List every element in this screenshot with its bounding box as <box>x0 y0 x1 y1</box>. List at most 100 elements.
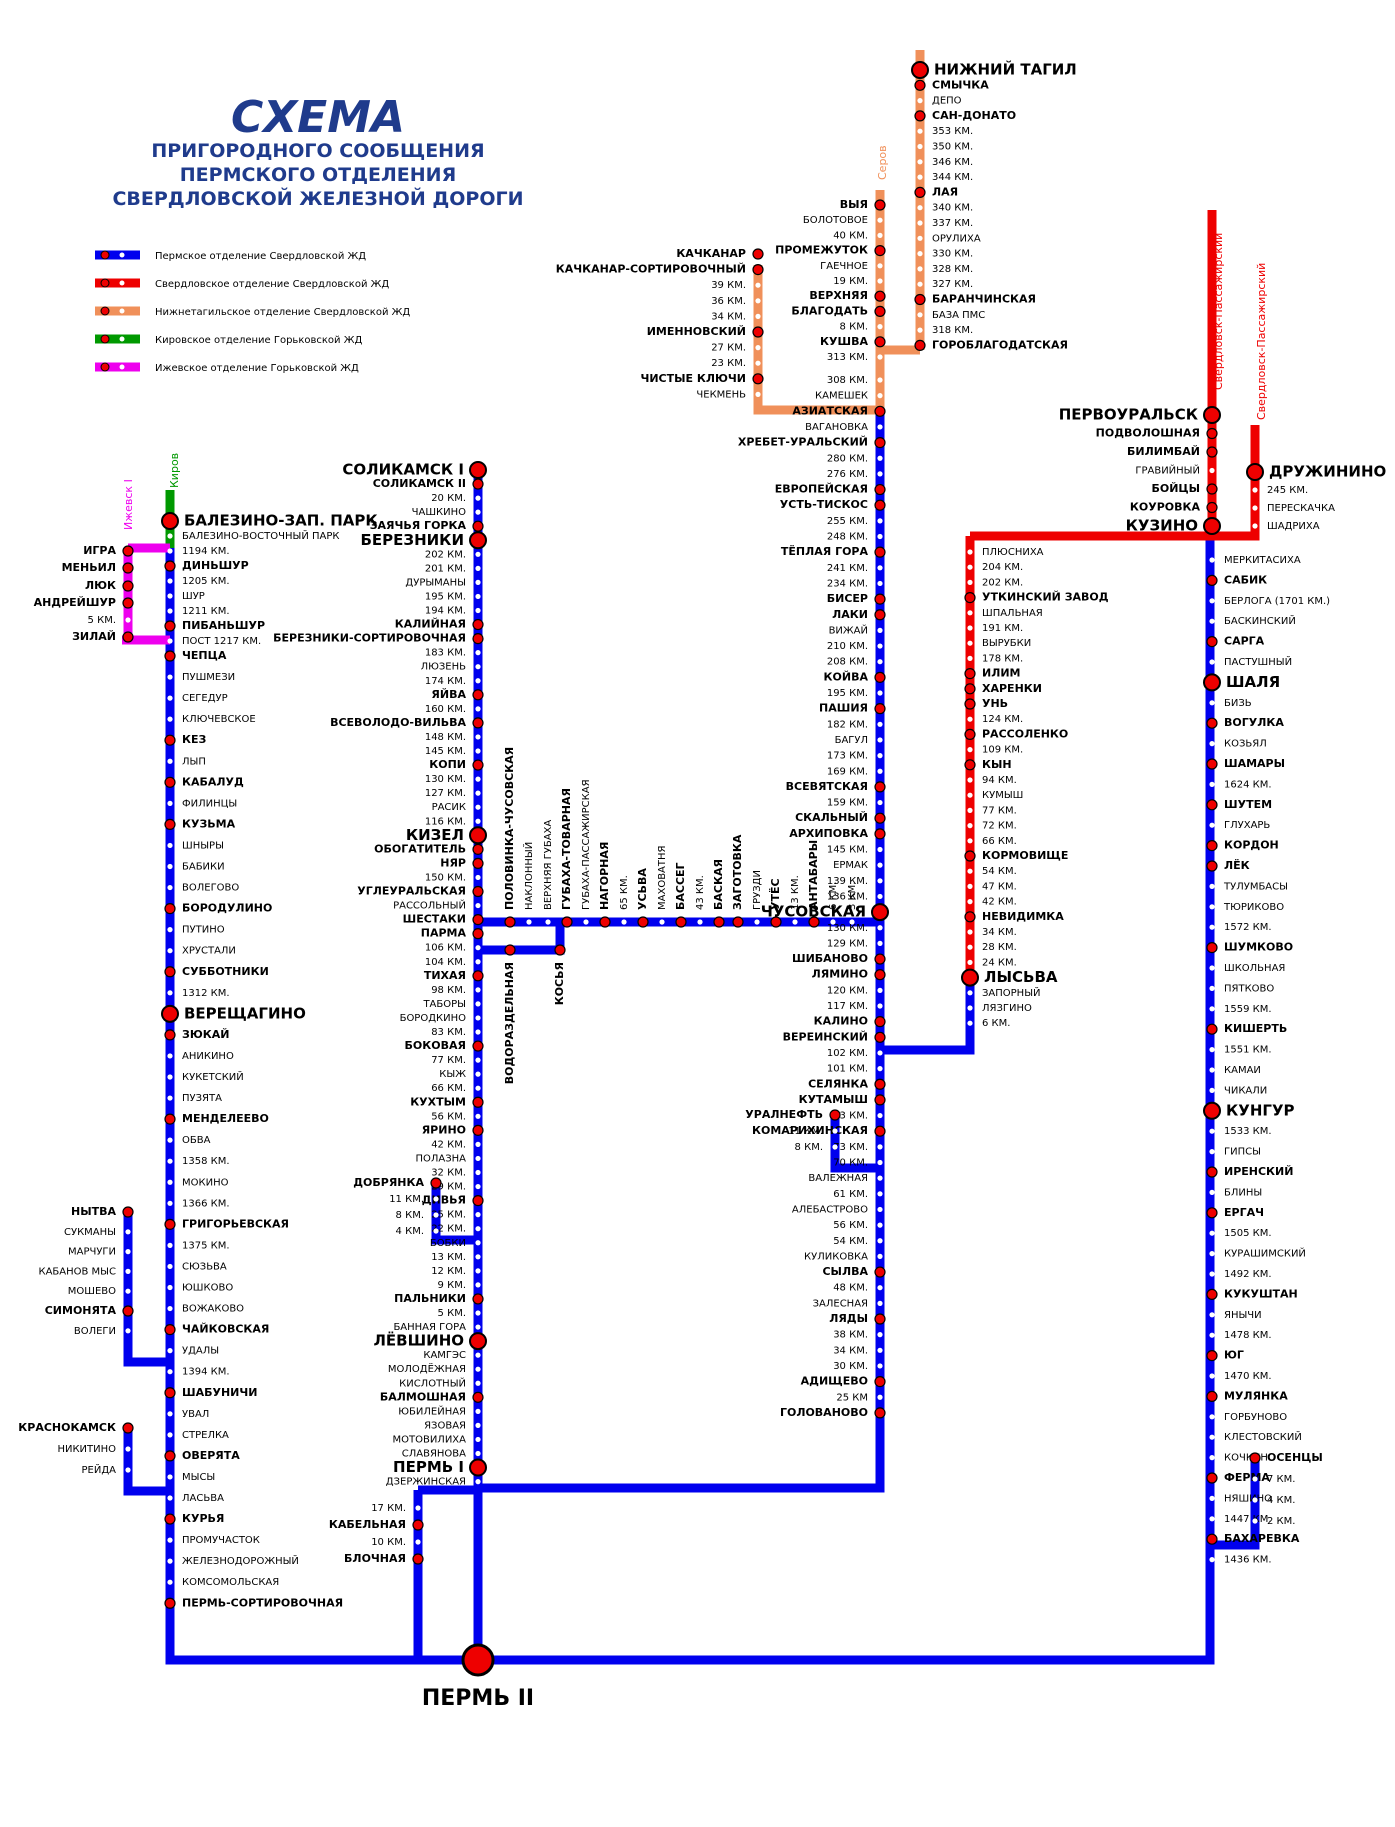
tagil-station-label-12: 330 КМ. <box>932 249 973 260</box>
east-station-25-marker <box>1209 1067 1215 1073</box>
gubakha-label-18: 3 КМ. <box>847 882 858 910</box>
lysva-station-label-23: 42 КМ. <box>982 897 1017 908</box>
tagil-station-10-marker <box>917 220 923 226</box>
solikamsk-station-11-marker <box>472 618 484 631</box>
chusovoy-station-14-marker <box>874 593 886 605</box>
legend-minor-4 <box>119 364 125 370</box>
east-station-label-28: 1533 КМ. <box>1224 1126 1272 1137</box>
solikamsk-station-label-22: 130 КМ. <box>425 774 466 785</box>
chusovoy-station-36-marker <box>877 940 883 947</box>
chusovoy-station-10-marker <box>877 533 883 540</box>
gubakha-station-12-marker <box>732 916 744 928</box>
west-station-52-marker <box>167 1558 173 1564</box>
solikamsk-station-label-40: 83 КМ. <box>431 1027 466 1038</box>
solikamsk-station-7-marker <box>475 565 481 571</box>
chusovoy-station-58-marker <box>877 1285 883 1291</box>
solikamsk-station-12-marker <box>472 632 484 645</box>
solikamsk-station-label-2: 20 КМ. <box>431 493 466 504</box>
lysva-station-label-26: 28 КМ. <box>982 942 1017 953</box>
chusovoy-station-61-marker <box>877 1332 883 1338</box>
east-station-8-marker <box>1206 717 1218 729</box>
tagil-station-18-marker <box>914 339 926 351</box>
tagil-station-label-2: ДЕПО <box>932 96 962 107</box>
tagil-station-3-marker <box>914 110 926 122</box>
solikamsk-station-67-marker <box>475 1408 481 1414</box>
chusovoy-station-37-marker <box>874 953 886 965</box>
solikamsk-station-label-7: 201 КМ. <box>425 563 466 574</box>
legend-minor-2 <box>119 308 125 314</box>
chusovoy-station-label-13: 234 КМ. <box>827 578 868 589</box>
west-station-label-14: ЛЫП <box>182 756 206 767</box>
chusovoy-station-44-marker <box>877 1066 883 1072</box>
west-station-3-marker <box>164 560 176 572</box>
west-station-label-7: ПИБАНЬШУР <box>182 619 265 632</box>
krasnokamsk-line <box>123 1425 170 1496</box>
tagil-station-label-6: 346 КМ. <box>932 157 973 168</box>
west-station-16-marker <box>167 800 173 806</box>
solikamsk-station-label-44: 66 КМ. <box>431 1083 466 1094</box>
solikamsk-station-label-66: БАЛМОШНАЯ <box>380 1390 466 1403</box>
legend-minor-0 <box>119 252 125 258</box>
east-station-label-36: КУКУШТАН <box>1224 1287 1298 1300</box>
pervouralsk-station-label-3: ГРАВИЙНЫЙ <box>1135 464 1200 477</box>
tagil-station-label-4: 353 КМ. <box>932 126 973 137</box>
serov-station-2-marker <box>877 232 883 238</box>
solikamsk-station-label-39: БОРОДКИНО <box>400 1013 467 1024</box>
east-station-label-45: ФЕРМА <box>1224 1471 1270 1484</box>
east-station-label-32: ЕРГАЧ <box>1224 1206 1264 1219</box>
lysva-station-label-21: 54 КМ. <box>982 866 1017 877</box>
east-station-label-15: ЛЁК <box>1224 858 1250 872</box>
tagil-station-label-1: СМЫЧКА <box>932 78 989 91</box>
serov-station-label-0: ВЫЯ <box>840 198 868 211</box>
east-station-label-8: ВОГУЛКА <box>1224 716 1284 729</box>
solikamsk-station-65-marker <box>475 1380 481 1386</box>
gubakha-station-2-marker <box>545 919 551 925</box>
lysva-station-21-marker <box>967 868 973 874</box>
lysva-station-label-5: 191 КМ. <box>982 623 1023 634</box>
lysva-station-2-marker <box>967 579 973 586</box>
solikamsk-station-label-67: ЮБИЛЕЙНАЯ <box>398 1404 466 1417</box>
west-station-2-marker <box>167 548 173 554</box>
east-station-label-47: 1447 КМ. <box>1224 1514 1272 1525</box>
west-station-14-marker <box>167 758 173 764</box>
tagil-station-label-18: ГОРОБЛАГОДАТСКАЯ <box>932 338 1068 351</box>
chusovoy-station-label-17: 210 КМ. <box>827 641 868 652</box>
chusovoy-station-label-33: 136 КМ. <box>827 891 868 902</box>
pervouralsk-station-6-marker <box>1203 517 1221 535</box>
west-station-label-37: 1375 КМ. <box>182 1240 230 1251</box>
west-station-1-marker <box>167 533 173 539</box>
gubakha-label-0: ПОЛОВИНКА-ЧУСОВСКАЯ <box>503 747 516 910</box>
west-station-34-marker <box>167 1179 173 1185</box>
chusovoy-station-0-marker <box>877 377 883 383</box>
kachkanar-station-2-marker <box>755 282 761 288</box>
east-station-label-0: МЕРКИТАСИХА <box>1224 555 1301 566</box>
lysva-station-label-10: УНЬ <box>982 697 1008 710</box>
west-station-label-43: 1394 КМ. <box>182 1367 230 1378</box>
chusovoy-station-label-2: АЗИАТСКАЯ <box>792 404 868 417</box>
tagil-station-6-marker <box>917 159 923 165</box>
chusovoy-station-53-marker <box>877 1206 883 1213</box>
solikamsk-station-29-marker <box>475 874 481 881</box>
osentsy-station-0-marker <box>1249 1452 1261 1464</box>
lysva-station-label-16: КУМЫШ <box>982 790 1023 801</box>
east-station-label-20: ШКОЛЬНАЯ <box>1224 963 1285 974</box>
serov-station-10-marker <box>877 354 883 360</box>
east-station-33-marker <box>1209 1230 1215 1236</box>
serov-station-label-8: 8 КМ. <box>840 322 868 333</box>
lysva-station-label-29: ЗАПОРНЫЙ <box>982 986 1041 999</box>
lysva-station-label-22: 47 КМ. <box>982 881 1017 892</box>
legend-major-2 <box>100 306 110 316</box>
direction-serov: Серов <box>876 145 889 180</box>
legend: Пермское отделение Свердловской ЖДСвердл… <box>95 250 410 374</box>
chusovoy-station-label-23: БАГУЛ <box>835 735 868 746</box>
lysva-station-10-marker <box>964 698 976 710</box>
west-station-45-marker <box>167 1411 173 1417</box>
east-station-label-27: КУНГУР <box>1226 1101 1295 1119</box>
east-station-4-marker <box>1206 635 1218 648</box>
solikamsk-station-56-marker <box>475 1254 481 1260</box>
chusovoy-station-18-marker <box>877 659 883 665</box>
east-station-label-38: 1478 КМ. <box>1224 1330 1272 1341</box>
solikamsk-station-label-19: 148 КМ. <box>425 732 466 743</box>
lysva-station-label-24: НЕВИДИМКА <box>982 910 1064 923</box>
tagil-station-2-marker <box>917 98 923 104</box>
